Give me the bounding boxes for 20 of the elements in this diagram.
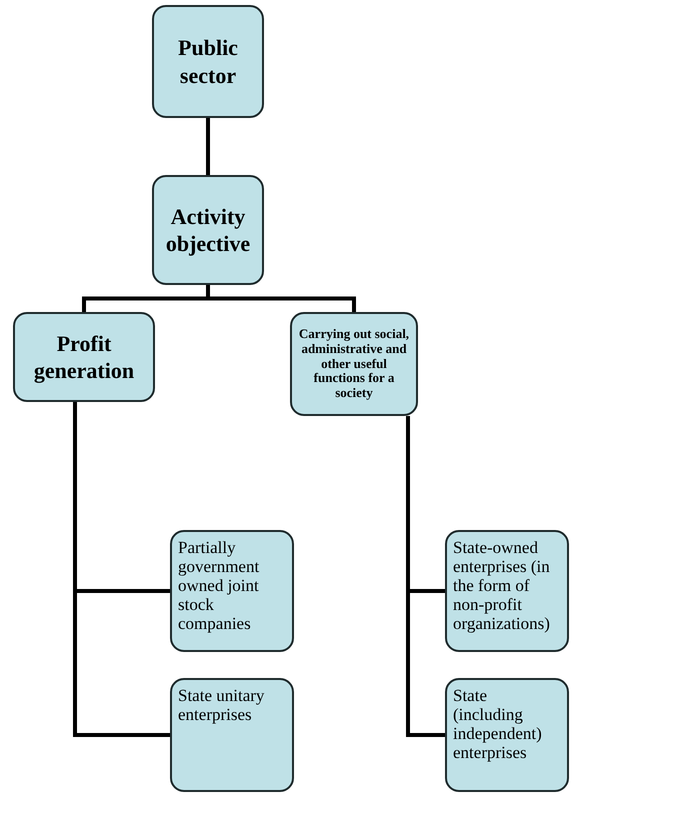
box-text: State (including independent) enterprises [453, 686, 543, 762]
rounded-box [170, 678, 294, 792]
box-text: State unitary enterprises [178, 686, 266, 724]
box-text: Carrying out social, administrative and other useful functions for a society [298, 326, 410, 402]
box-text: Partially government owned joint stock companies [178, 538, 260, 634]
rounded-box [13, 312, 155, 402]
box-text: Activity objective [164, 202, 252, 258]
connector-line [206, 118, 210, 175]
box-text: State-owned enterprises (in the form of non-profit organizations) [453, 538, 551, 634]
connector-line [73, 402, 170, 737]
rounded-box [152, 5, 264, 118]
rounded-box [290, 312, 418, 416]
rounded-box [445, 678, 569, 792]
rounded-box [152, 175, 264, 285]
box-text: Public sector [177, 34, 239, 89]
rounded-box [445, 530, 569, 652]
connector-line [406, 416, 445, 737]
box-text: Profit generation [32, 330, 136, 384]
rounded-box [170, 530, 294, 652]
connector-line [206, 285, 356, 312]
